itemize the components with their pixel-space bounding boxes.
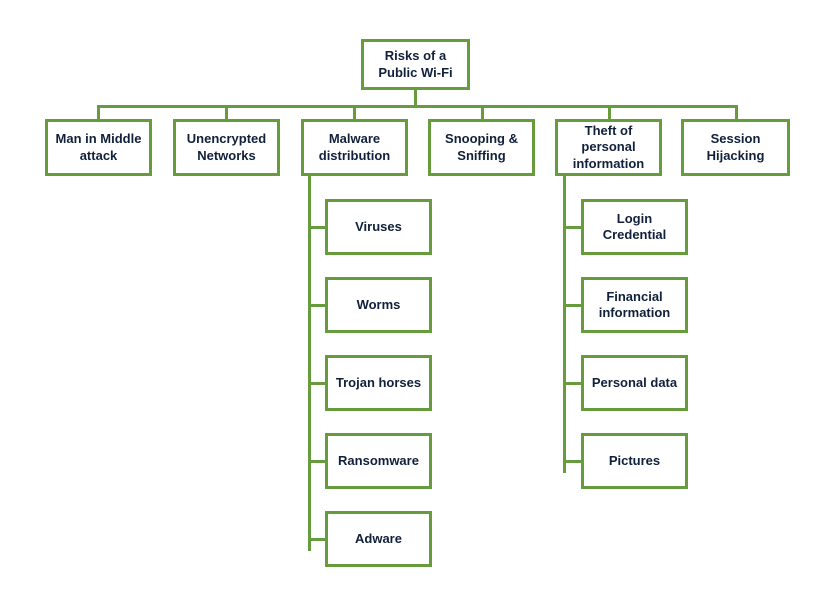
connector-elbow-ransomware — [308, 460, 325, 463]
connector-elbow-worms — [308, 304, 325, 307]
node-pictures-label: Pictures — [608, 452, 661, 468]
node-theft-of-personal-information-label: Theft of personal information — [572, 123, 645, 171]
node-personal-data-label: Personal data — [591, 374, 678, 390]
node-adware-label: Adware — [355, 530, 402, 546]
node-viruses-label: Viruses — [355, 218, 402, 234]
node-login-credential[interactable]: Login Credential — [581, 199, 688, 255]
node-pictures[interactable]: Pictures — [581, 433, 688, 489]
node-ransomware[interactable]: Ransomware — [325, 433, 432, 489]
connector-elbow-pictures — [563, 460, 581, 463]
connector-stub-unencrypted-networks — [225, 105, 228, 119]
node-theft-of-personal-information[interactable]: Theft of personal information — [555, 119, 662, 176]
connector-elbow-trojan-horses — [308, 382, 325, 385]
node-financial-information[interactable]: Financial information — [581, 277, 688, 333]
connector-elbow-adware — [308, 538, 325, 541]
node-trojan-horses[interactable]: Trojan horses — [325, 355, 432, 411]
node-financial-information-label: Financial information — [598, 288, 671, 320]
connector-theft-trunk — [563, 176, 566, 473]
node-ransomware-label: Ransomware — [338, 452, 419, 468]
node-viruses[interactable]: Viruses — [325, 199, 432, 255]
node-session-hijacking-label: Session Hijacking — [706, 131, 765, 163]
node-unencrypted-networks-label: Unencrypted Networks — [186, 131, 267, 163]
connector-root-stem — [414, 90, 417, 107]
connector-stub-man-in-middle-attack — [97, 105, 100, 119]
node-malware-distribution-label: Malware distribution — [318, 131, 391, 163]
node-worms[interactable]: Worms — [325, 277, 432, 333]
node-unencrypted-networks[interactable]: Unencrypted Networks — [173, 119, 280, 176]
node-worms-label: Worms — [356, 296, 401, 312]
node-root[interactable]: Risks of a Public Wi-Fi — [361, 39, 470, 90]
connector-stub-theft-of-personal-information — [608, 105, 611, 119]
node-session-hijacking[interactable]: Session Hijacking — [681, 119, 790, 176]
connector-elbow-personal-data — [563, 382, 581, 385]
connector-stub-session-hijacking — [735, 105, 738, 119]
connector-level2-bus — [98, 105, 738, 108]
node-adware[interactable]: Adware — [325, 511, 432, 567]
node-man-in-middle-attack[interactable]: Man in Middle attack — [45, 119, 152, 176]
node-malware-distribution[interactable]: Malware distribution — [301, 119, 408, 176]
node-snooping-sniffing-label: Snooping & Sniffing — [445, 131, 518, 163]
connector-elbow-viruses — [308, 226, 325, 229]
node-login-credential-label: Login Credential — [602, 210, 667, 242]
node-trojan-horses-label: Trojan horses — [335, 374, 422, 390]
connector-malware-trunk — [308, 176, 311, 551]
node-personal-data[interactable]: Personal data — [581, 355, 688, 411]
node-man-in-middle-attack-label: Man in Middle attack — [55, 131, 142, 163]
node-root-label: Risks of a Public Wi-Fi — [378, 48, 453, 80]
connector-stub-snooping-sniffing — [481, 105, 484, 119]
connector-stub-malware-distribution — [353, 105, 356, 119]
node-snooping-sniffing[interactable]: Snooping & Sniffing — [428, 119, 535, 176]
connector-elbow-login-credential — [563, 226, 581, 229]
connector-elbow-financial-information — [563, 304, 581, 307]
